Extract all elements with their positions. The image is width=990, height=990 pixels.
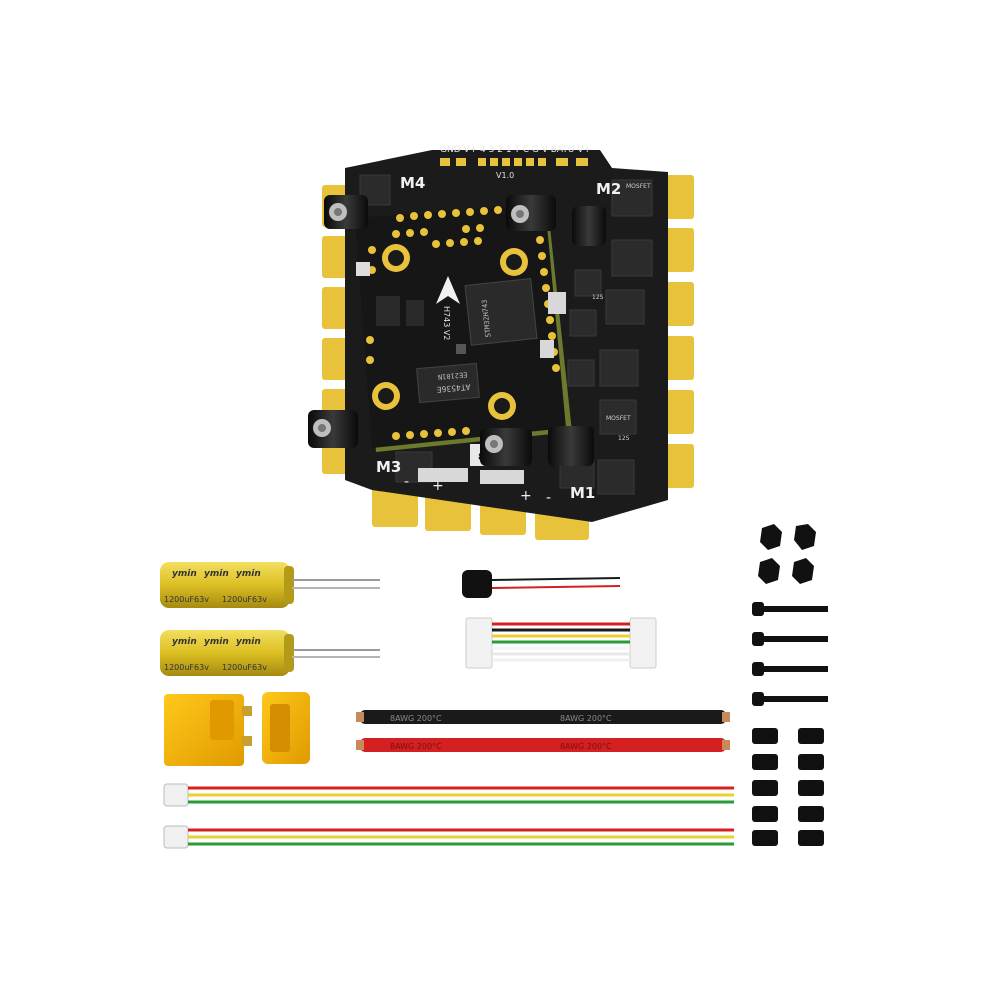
- fc-pads: [366, 206, 560, 440]
- pad-sign: -: [404, 474, 409, 490]
- pad-sign: +: [432, 478, 444, 494]
- flight-controller: STM32H743 AT4536E EE2101N H743 V2: [355, 204, 572, 452]
- black-wire-label: 8AWG 200°C: [560, 714, 612, 723]
- motor-label-m4: M4: [400, 174, 425, 192]
- mcu-chip: [464, 278, 538, 346]
- pad-sign: -: [546, 490, 551, 506]
- hex-nuts: [758, 524, 816, 584]
- driver-chip: [416, 362, 480, 404]
- mcu-text: STM32H743: [481, 299, 493, 338]
- mosfet-label: MOSFET: [606, 415, 631, 422]
- fc-mount-holes: [372, 244, 528, 420]
- capacitor-brand: ymin: [172, 637, 197, 647]
- mosfet-label: MOSFET: [626, 183, 651, 190]
- black-power-wire: 8AWG 200°C 8AWG 200°C: [356, 710, 730, 724]
- pad-sign: +: [520, 488, 532, 504]
- esc-edge-pads: [322, 175, 694, 540]
- grommets: [752, 728, 824, 846]
- capacitor-brand: ymin: [236, 569, 261, 579]
- fc-logo-icon: [436, 276, 460, 304]
- capacitor-rating: 1200uF63v: [222, 663, 267, 672]
- driver-text: AT4536E: [436, 382, 471, 394]
- fc-model: H743 V2: [442, 306, 451, 340]
- capacitor-brand: ymin: [236, 637, 261, 647]
- capacitor-brand: ymin: [172, 569, 197, 579]
- standoffs: [308, 195, 606, 466]
- signal-cable-2: [163, 825, 734, 849]
- esc-stack: GND V+ 4 3 2 1 T C G V BATU V+ MOSFET MO…: [308, 145, 694, 540]
- red-wire-label: 8AWG 200°C: [560, 742, 612, 751]
- capacitor-rating: 1200uF63v: [164, 663, 209, 672]
- red-wire-label: 8AWG 200°C: [390, 742, 442, 751]
- xt-connector-female: [262, 692, 310, 764]
- ribbon-cable: [465, 617, 657, 669]
- screws: [752, 602, 828, 706]
- motor-label-m1: M1: [570, 484, 595, 502]
- esc-top-pads: [440, 158, 588, 166]
- signal-cable-1: [163, 783, 734, 807]
- red-power-wire: 8AWG 200°C 8AWG 200°C: [356, 738, 730, 752]
- esc-top-pad-labels: GND V+ 4 3 2 1 T C G V BATU V+: [440, 145, 591, 155]
- capacitor-brand: ymin: [204, 637, 229, 647]
- capacitor-rating: 1200uF63v: [164, 595, 209, 604]
- capacitor-brand: ymin: [204, 569, 229, 579]
- motor-label-m2: M2: [596, 180, 621, 198]
- capacitor-1: ymin ymin ymin 1200uF63v 1200uF63v: [160, 562, 380, 608]
- capacitor-2: ymin ymin ymin 1200uF63v 1200uF63v: [160, 630, 380, 676]
- mosfet-chips: [359, 174, 653, 495]
- motor-label-m3: M3: [376, 458, 401, 476]
- capacitor-rating: 1200uF63v: [222, 595, 267, 604]
- black-wire-label: 8AWG 200°C: [390, 714, 442, 723]
- buzzer: [462, 570, 621, 598]
- cell-label: 12S: [618, 435, 630, 442]
- xt-connector-male: [164, 694, 252, 766]
- board-version: V1.0: [496, 171, 514, 180]
- cell-label: 12S: [592, 294, 604, 301]
- driver-subtext: EE2101N: [438, 370, 468, 381]
